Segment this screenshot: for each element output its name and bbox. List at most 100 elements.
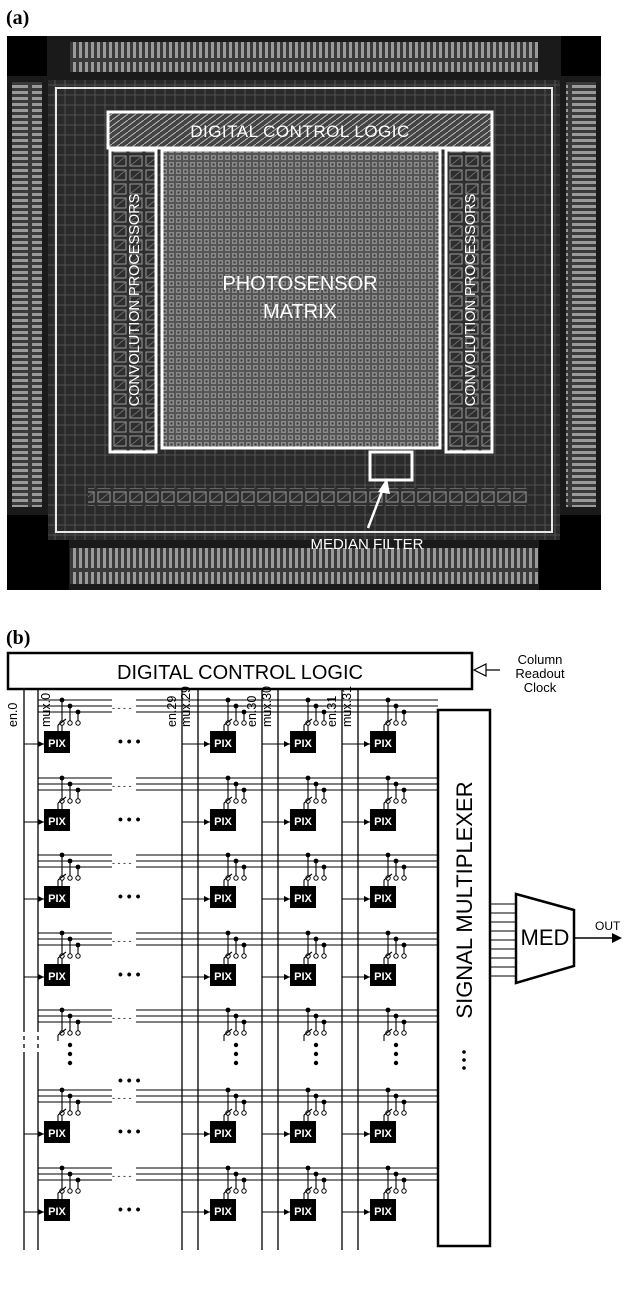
junction-dot bbox=[401, 1177, 407, 1183]
junction-dot bbox=[241, 787, 247, 793]
pixel-block bbox=[210, 1199, 236, 1221]
switch-terminal bbox=[233, 1030, 239, 1036]
switch-arm bbox=[303, 718, 313, 726]
switch-terminal bbox=[313, 798, 319, 804]
switch-terminal bbox=[75, 875, 81, 881]
switch-terminal bbox=[321, 1110, 327, 1116]
junction-dot bbox=[393, 703, 399, 709]
bus-gap-dashes: - - - - bbox=[112, 781, 132, 791]
junction-dot bbox=[305, 775, 311, 781]
junction-dot bbox=[67, 781, 73, 787]
switch-terminal bbox=[401, 720, 407, 726]
enable-arrow bbox=[284, 741, 290, 747]
convolution-right-label: CONVOLUTION PROCESSORS bbox=[463, 194, 479, 407]
junction-dot bbox=[67, 1013, 73, 1019]
junction-dot bbox=[305, 1165, 311, 1171]
pixel-block bbox=[44, 1199, 70, 1221]
center-ellipsis: • • • bbox=[118, 1072, 141, 1088]
junction-dot bbox=[241, 1019, 247, 1025]
switch-arm bbox=[57, 873, 67, 881]
switch-terminal bbox=[313, 1030, 319, 1036]
enable-arrow bbox=[284, 974, 290, 980]
junction-dot bbox=[401, 1099, 407, 1105]
junction-dot bbox=[385, 852, 391, 858]
switch-terminal bbox=[393, 798, 399, 804]
junction-dot bbox=[59, 930, 65, 936]
pad-ring-top bbox=[70, 42, 538, 72]
switch-arm bbox=[223, 1108, 233, 1116]
switch-arm bbox=[57, 951, 67, 959]
switch-arm bbox=[223, 796, 233, 804]
pixel-block bbox=[290, 809, 316, 831]
switch-arm bbox=[303, 951, 313, 959]
switch-arm bbox=[223, 1186, 233, 1194]
junction-dot bbox=[385, 930, 391, 936]
junction-dot bbox=[233, 703, 239, 709]
signal-multiplexer-label: SIGNAL MULTIPLEXER bbox=[452, 781, 477, 1018]
pad-ring-right bbox=[566, 82, 596, 507]
junction-dot bbox=[305, 930, 311, 936]
med-label: MED bbox=[521, 925, 570, 950]
switch-terminal bbox=[321, 1188, 327, 1194]
junction-dot bbox=[305, 1007, 311, 1013]
clock-label-line1: Column bbox=[518, 652, 563, 667]
switch-arm bbox=[383, 1028, 393, 1036]
convolution-processors-left-block bbox=[108, 148, 158, 454]
junction-dot bbox=[59, 697, 65, 703]
enable-arrow bbox=[38, 896, 44, 902]
matrix-label: MATRIX bbox=[263, 301, 337, 323]
row-ellipsis-dot bbox=[393, 1042, 399, 1048]
switch-terminal bbox=[241, 953, 247, 959]
bus-gap-dashes: - - - - bbox=[112, 1013, 132, 1023]
signal-en31: en.31 bbox=[325, 696, 339, 727]
chip-layout bbox=[7, 36, 601, 590]
enable-arrow bbox=[284, 819, 290, 825]
switch-terminal bbox=[393, 875, 399, 881]
junction-dot bbox=[313, 936, 319, 942]
analog-row bbox=[88, 488, 528, 506]
junction-dot bbox=[75, 787, 81, 793]
junction-dot bbox=[241, 1177, 247, 1183]
switch-terminal bbox=[393, 1188, 399, 1194]
chip-corner bbox=[7, 36, 47, 76]
switch-terminal bbox=[393, 1030, 399, 1036]
pixel-block bbox=[44, 731, 70, 753]
junction-dot bbox=[241, 709, 247, 715]
switch-terminal bbox=[67, 875, 73, 881]
junction-dot bbox=[241, 942, 247, 948]
switch-terminal bbox=[393, 1110, 399, 1116]
junction-dot bbox=[75, 1177, 81, 1183]
enable-arrow bbox=[364, 1209, 370, 1215]
junction-dot bbox=[393, 936, 399, 942]
pixel-block bbox=[290, 1199, 316, 1221]
dcl-block-b bbox=[6, 651, 474, 691]
column-ellipsis: • • • bbox=[118, 966, 141, 982]
bus-gap-dashes: - - - - bbox=[112, 936, 132, 946]
switch-terminal bbox=[67, 1188, 73, 1194]
switch-terminal bbox=[75, 1030, 81, 1036]
pixel-label: PIX bbox=[48, 738, 66, 750]
switch-terminal bbox=[75, 1188, 81, 1194]
switch-arm bbox=[303, 1186, 313, 1194]
pixel-label: PIX bbox=[374, 971, 392, 983]
pixel-block bbox=[210, 886, 236, 908]
switch-arm bbox=[383, 951, 393, 959]
junction-dot bbox=[313, 858, 319, 864]
switch-arm bbox=[383, 1108, 393, 1116]
junction-dot bbox=[401, 1019, 407, 1025]
switch-terminal bbox=[75, 953, 81, 959]
median-filter-arrow bbox=[366, 485, 386, 529]
switch-arm bbox=[223, 873, 233, 881]
junction-dot bbox=[393, 1013, 399, 1019]
junction-dot bbox=[67, 936, 73, 942]
switch-terminal bbox=[233, 953, 239, 959]
enable-arrow bbox=[38, 974, 44, 980]
switch-terminal bbox=[67, 798, 73, 804]
multiplexer-to-med-lines bbox=[490, 903, 516, 977]
pixel-block bbox=[370, 809, 396, 831]
convolution-left-label: CONVOLUTION PROCESSORS bbox=[127, 194, 143, 407]
switch-terminal bbox=[241, 1110, 247, 1116]
switch-arm bbox=[383, 873, 393, 881]
junction-dot bbox=[401, 942, 407, 948]
